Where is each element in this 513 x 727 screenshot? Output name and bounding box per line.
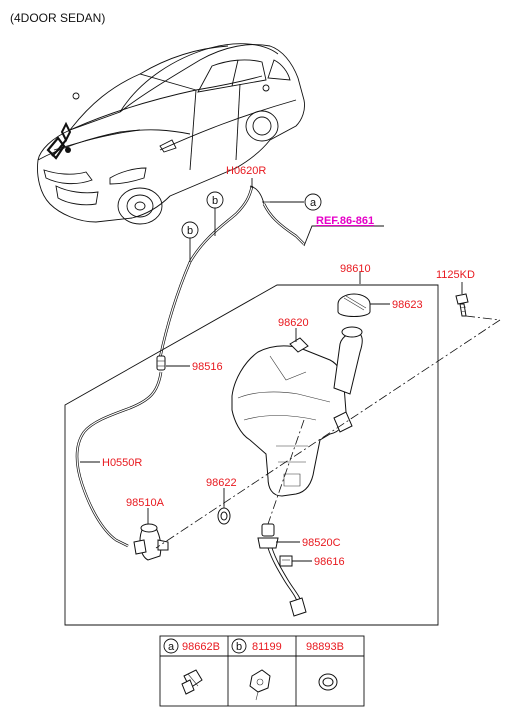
label-98520c: 98520C (302, 537, 341, 549)
legend-partno: 98662B (182, 641, 220, 653)
clip-98616 (279, 555, 293, 567)
grommet-98893b-icon (318, 673, 338, 691)
hose-h0550r (75, 371, 163, 548)
label-98623: 98623 (392, 299, 423, 311)
label-h0620r: H0620R (226, 165, 266, 177)
grommet-98622 (217, 507, 231, 525)
leader-lines (80, 178, 463, 562)
legend-partno: 98893B (306, 641, 344, 653)
svg-text:b: b (212, 195, 218, 207)
legend-col-81199: b 81199 (231, 638, 282, 701)
callout-b-lower: b (181, 221, 199, 239)
legend-partno: 81199 (252, 641, 282, 653)
legend-col-98662b: a 98662B (163, 638, 220, 695)
hose-h0620r (158, 185, 305, 359)
legend-col-98893b: 98893B (306, 641, 344, 691)
svg-text:a: a (168, 641, 175, 653)
label-h0550r: H0550R (102, 457, 142, 469)
filler-cap-98623 (337, 293, 371, 317)
ref-link[interactable]: REF.86-861 (316, 215, 374, 227)
assembly-boundary (64, 284, 439, 626)
svg-text:b: b (236, 641, 242, 653)
label-98622: 98622 (206, 477, 237, 489)
parts-legend-table: a 98662B b 81199 98893B (159, 635, 365, 707)
label-98510a: 98510A (126, 497, 165, 509)
washer-pump-98510a (133, 523, 169, 561)
callout-a: a (304, 193, 322, 211)
bolt-1125kd (455, 293, 469, 317)
diagram-title: (4DOOR SEDAN) (10, 11, 105, 25)
level-sensor-98520c (257, 523, 307, 617)
washer-reservoir-98620 (231, 326, 363, 497)
svg-text:a: a (310, 197, 317, 209)
car-illustration (37, 43, 305, 225)
callout-b-upper: b (206, 191, 224, 209)
connector-98516 (156, 355, 166, 371)
clip-81199-icon (249, 669, 271, 701)
svg-text:b: b (187, 225, 193, 237)
clip-98662b-icon (181, 669, 203, 695)
label-98620: 98620 (278, 317, 309, 329)
label-1125kd: 1125KD (436, 269, 475, 281)
label-98610: 98610 (340, 263, 371, 275)
label-98616: 98616 (314, 556, 345, 568)
label-98516: 98516 (192, 361, 223, 373)
